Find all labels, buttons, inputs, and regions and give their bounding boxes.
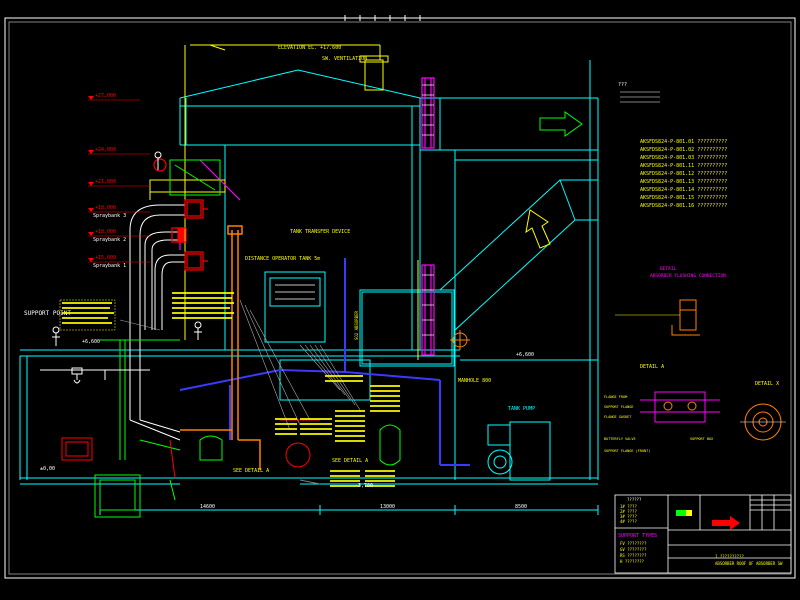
legend-item: AKSFDS824-P-801.02 ?????????? [640,147,727,153]
elevation-marker: +27,000 [88,93,140,101]
spray-bank-pipes [129,204,185,441]
dimension-label: 8500 [515,504,527,510]
tank-ref-label: TANK TRANSFER DEVICE [290,229,350,235]
detail-label: DETAIL [660,266,677,272]
crane-hook-icon [40,367,150,384]
pump-label: TANK PUMP [508,406,535,412]
title-legend-item: 3# ???? [620,514,637,519]
company-logo [676,510,740,530]
building-structure [19,60,599,485]
elevation-marker: +24,000 [88,147,150,155]
legend-item: AKSFDS824-P-801.15 ?????????? [640,195,727,201]
elevation-marker: +15,000 [88,255,150,263]
note-text-bars [62,292,400,487]
support-type-item: RS ???????? [620,553,647,558]
manhole-label: MANHOLE 800 [458,378,491,384]
person-icon [52,151,202,346]
note-blocks [59,292,400,487]
elevation-label: +15,000 [95,255,116,261]
elevation-label: +24,000 [95,147,116,153]
support-type-item: H ???????? [620,559,645,564]
legend-block: ??? AKSFDS824-P-801.01 ?????????? AKSFDS… [618,82,727,209]
legend-title: ??? [618,82,627,88]
yellow-structure [149,44,419,360]
support-type-item: GV ???????? [620,547,647,552]
detail-note: SUPPORT FLANGE [604,405,634,409]
distance-tank-label: DISTANCE OPERATOR TANK 5m [245,256,320,262]
elevation-markers: +27,000 +24,000 +21,000 +18,000 +18,000 … [88,93,150,263]
top-ruler [340,15,430,21]
legend-item: AKSFDS824-P-801.11 ?????????? [640,163,727,169]
spraybank-labels: Spraybank 3 Spraybank 2 Spraybank 1 [93,213,126,269]
ventilation-label: SW. VENTILATION [322,56,367,62]
title-legend-item: 4# ???? [620,519,637,524]
dimension-label: 13000 [380,504,395,510]
detail-note: SUPPORT FLANGE (FRONT) [604,449,650,453]
see-detail-a-label: SEE DETAIL A [233,468,269,474]
legend-item: AKSFDS824-P-801.03 ?????????? [640,155,727,161]
pit-level: -3,700 [355,483,373,489]
ground-level: ±0,00 [40,466,55,472]
detail-a-title: DETAIL A [640,364,664,370]
support-type-item: FV ???????? [620,541,647,546]
top-elevation-label: ELEVATION EL. +17.600 [278,45,341,51]
detail-note: BUTTERFLY VALVE [604,437,636,441]
drawing-sub: 1 ?????????? [715,554,744,559]
flushing-title: ABSORBER FLUSHING CONNECTION [650,273,726,279]
spraybank-label: Spraybank 2 [93,237,126,243]
flow-arrow-icon [525,111,583,249]
elevation-marker: +18,000 [88,229,150,237]
spray-nozzles [153,158,208,271]
legend-item: AKSFDS824-P-801.12 ?????????? [640,171,727,177]
title-legend-head: ?????? [627,497,642,502]
elevation-marker: +18,000 [88,205,150,213]
green-pipework [94,159,401,518]
manhole-icon [450,330,470,350]
legend-item: AKSFDS824-P-801.13 ?????????? [640,179,727,185]
legend-item: AKSFDS824-P-801.14 ?????????? [640,187,727,193]
detail-a: DETAIL A FLANGE FROM SUPPORT FLANGE FLAN… [604,364,720,453]
drawing-frame [4,17,796,579]
spraybank-label: Spraybank 1 [93,263,126,269]
leader-lines [119,299,361,431]
elevation-label: +21,000 [95,179,116,185]
detail-note: FLANGE GASKET [604,415,632,419]
legend-item: AKSFDS824-P-801.01 ?????????? [640,139,727,145]
ladder-rungs [275,84,434,336]
elevation-label: +18,000 [95,229,116,235]
legend-item: AKSFDS824-P-801.16 ?????????? [640,203,727,209]
support-point-label: SUPPORT POINT [24,310,71,317]
elevation-marker: +21,000 [88,179,150,187]
title-block [614,494,792,574]
detail-flushing: DETAIL ABSORBER FLUSHING CONNECTION [615,266,726,336]
detail-note: SUPPORT BOX [690,437,714,441]
support-types-title: SUPPORT TYPES [618,533,657,539]
right-deck-level: +6,600 [516,352,534,358]
absorber-label: SO2 ABSORBER [354,311,359,340]
title-block-text: ?????? 1# ???? 2# ???? 3# ???? 4# ???? S… [618,497,783,566]
elevation-label: +18,000 [95,205,116,211]
drawing-title: ABSORBER ROOF OF ABSORBER SW [715,561,783,566]
spraybank-label: Spraybank 3 [93,213,126,219]
detail-x: DETAIL X [740,381,786,441]
blue-pipework [179,258,470,466]
title-legend-item: 1# ???? [620,504,637,509]
orange-pipework [180,225,261,470]
title-legend-item: 2# ???? [620,509,637,514]
see-detail-a-label: SEE DETAIL A [332,458,368,464]
dimension-label: 14600 [200,504,215,510]
detail-note: FLANGE FROM [604,395,627,399]
detail-x-title: DETAIL X [755,381,779,387]
elevation-label: +27,000 [95,93,116,99]
left-deck-level: +6,600 [82,339,100,345]
